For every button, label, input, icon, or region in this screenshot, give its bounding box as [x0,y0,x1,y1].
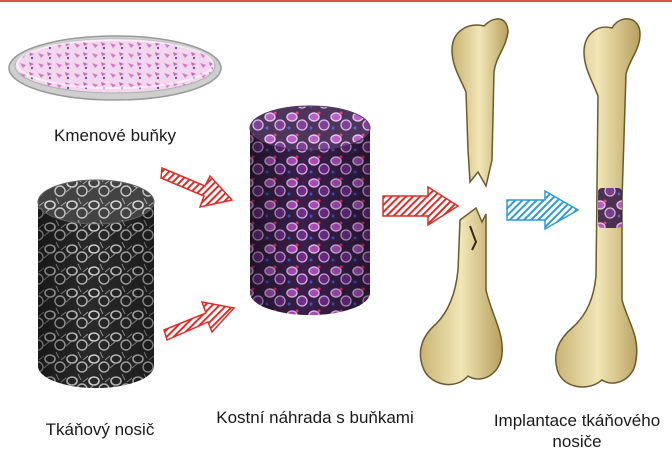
arrow-scaffold-to-substitute [164,302,234,340]
label-implantation: Implantace tkáňového nosiče [484,410,670,452]
implant-scaffold-patch [598,188,622,228]
seeded-cylinder-icon [250,106,370,315]
scaffold-cylinder-icon [38,180,154,388]
label-scaffold: Tkáňový nosič [10,420,190,440]
label-implantation-line1: Implantace tkáňového [484,410,670,431]
arrow-cells-to-substitute [161,168,232,207]
label-implantation-line2: nosiče [484,431,670,452]
label-stem-cells: Kmenové buňky [20,126,210,146]
petri-dish-icon [9,36,221,100]
repaired-femur-icon [556,19,640,387]
arrow-substitute-to-bone [383,187,458,225]
arrow-implantation [507,191,578,229]
label-bone-substitute: Kostní náhrada s buňkami [200,408,430,428]
